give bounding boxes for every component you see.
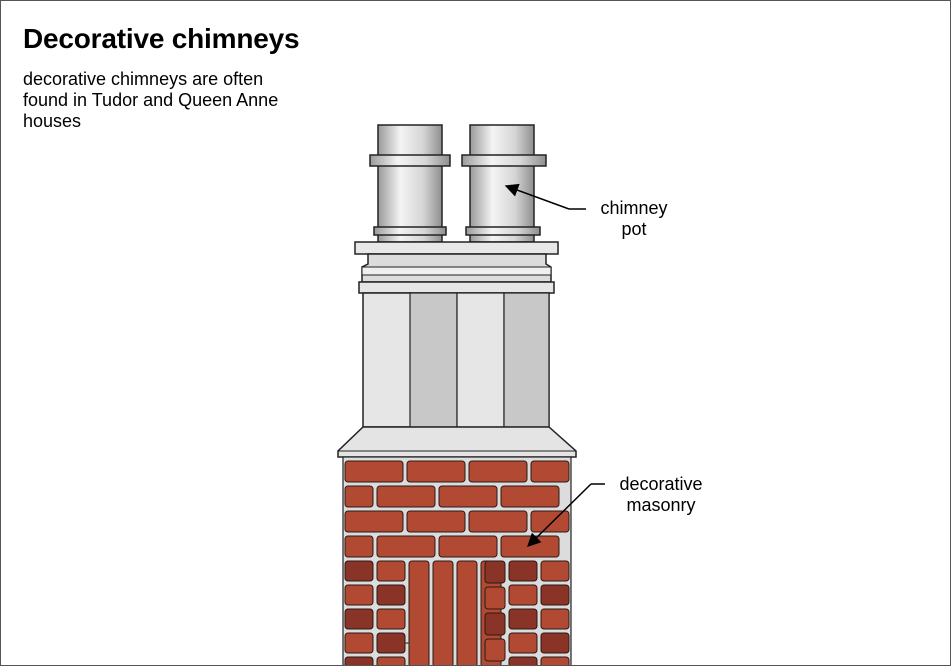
header-brick [540,560,570,582]
header-brick [484,638,506,662]
header-brick [376,560,406,582]
brick [500,535,560,558]
chimney-pot-label-line-1: chimney [600,198,668,218]
chimney-pot-label-line-2: pot [621,219,647,239]
header-brick [344,608,374,630]
brick [406,460,466,483]
header-brick [484,586,506,610]
brick [438,485,498,508]
header-brick [484,612,506,636]
soldier-brick [432,560,454,665]
header-brick [484,560,506,584]
header-brick [376,608,406,630]
chimney-pot-label: chimney pot [586,198,682,240]
header-brick [540,632,570,654]
header-brick [344,584,374,606]
decorative-masonry-label-line-2: masonry [626,495,696,515]
header-brick [376,656,406,665]
brick [500,485,560,508]
header-brick [344,656,374,665]
brick [376,535,436,558]
header-brick [344,560,374,582]
chimney-cap [354,241,559,294]
brick [344,485,374,508]
brick [438,535,498,558]
brick [406,510,466,533]
brick [468,460,528,483]
soldier-brick [408,560,430,665]
header-brick [508,584,538,606]
stone-stack [362,292,550,428]
header-brick [376,584,406,606]
brick [344,460,404,483]
masonry-arrow [527,483,592,547]
header-brick [344,632,374,654]
brick-masonry [342,456,572,665]
header-brick [508,560,538,582]
header-brick [540,608,570,630]
page-title: Decorative chimneys [23,23,300,54]
stone-ledge [337,426,577,458]
chimney-pot-right [461,124,547,243]
brick [530,460,570,483]
chimney-pot-arrow [504,183,570,210]
header-brick [540,656,570,665]
header-brick [540,584,570,606]
brick [344,535,374,558]
header-brick [508,656,538,665]
header-brick [376,632,406,654]
header-brick [508,632,538,654]
brick [468,510,528,533]
decorative-masonry-label: decorative masonry [601,474,721,516]
brick [376,485,436,508]
decorative-masonry-label-line-1: decorative [619,474,703,494]
brick [530,510,570,533]
header-brick [508,608,538,630]
brick [344,510,404,533]
chimney-pot-left [369,124,451,243]
soldier-brick [456,560,478,665]
page-subtitle: decorative chimneys are often found in T… [23,69,279,131]
